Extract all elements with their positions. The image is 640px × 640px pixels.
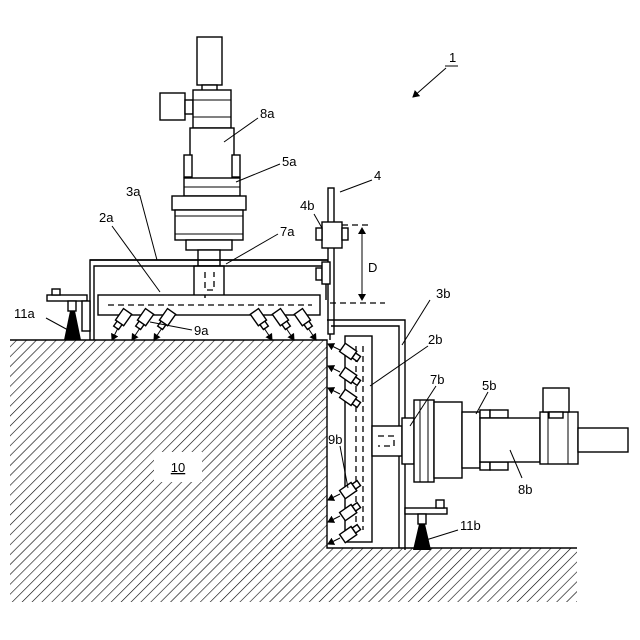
label-frame-side: 3b bbox=[436, 286, 450, 301]
label-manifold-side: 2b bbox=[428, 332, 442, 347]
label-frame-top: 3a bbox=[126, 184, 141, 199]
side-motor-assembly bbox=[372, 388, 628, 482]
mounting-plate bbox=[316, 188, 348, 334]
label-cylinder-side: 5b bbox=[482, 378, 496, 393]
top-manifold bbox=[98, 295, 320, 315]
label-motor-side: 8b bbox=[518, 482, 532, 497]
right-brush bbox=[405, 500, 447, 550]
dimension-d-label: D bbox=[368, 260, 377, 275]
label-brush-right: 11b bbox=[460, 518, 481, 533]
label-manifold-top: 2a bbox=[99, 210, 114, 225]
label-motor-top: 8a bbox=[260, 106, 275, 121]
label-cylinder-top: 5a bbox=[282, 154, 297, 169]
label-bolt: 4b bbox=[300, 198, 314, 213]
label-nozzles-side: 9b bbox=[328, 432, 342, 447]
label-assembly: 1 bbox=[449, 50, 456, 65]
label-plate: 4 bbox=[374, 168, 381, 183]
top-motor-assembly bbox=[160, 37, 246, 298]
workpiece-label: 10 bbox=[171, 460, 185, 475]
label-nozzles-top: 9a bbox=[194, 323, 209, 338]
label-shaft-top: 7a bbox=[280, 224, 295, 239]
left-brush bbox=[47, 289, 90, 340]
label-shaft-side: 7b bbox=[430, 372, 444, 387]
label-brush-left: 11a bbox=[14, 306, 35, 321]
